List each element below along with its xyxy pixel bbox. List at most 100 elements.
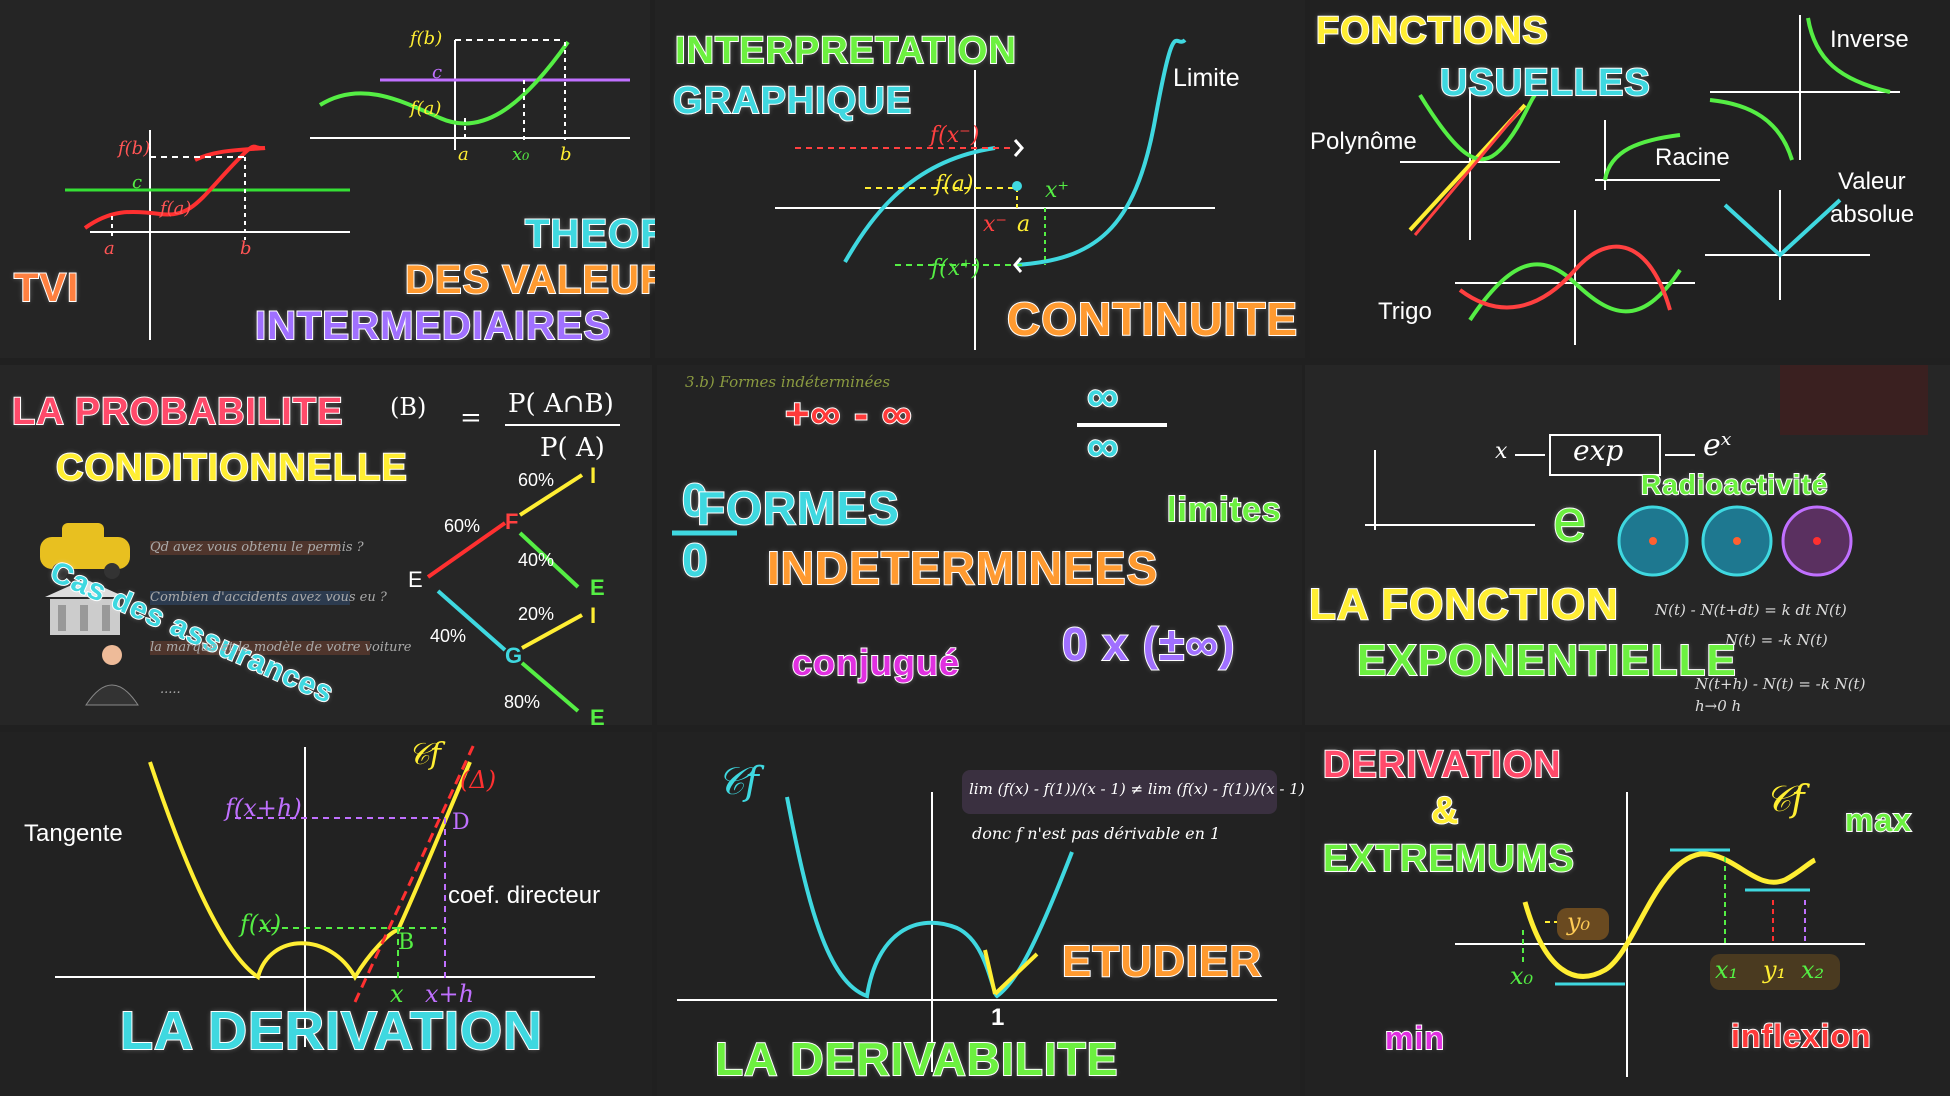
continuite-main-title: CONTINUITE <box>1006 293 1299 345</box>
extremums-x2-label: x₂ <box>1801 956 1825 984</box>
formes-inf-diff: +∞ - ∞ <box>784 390 913 437</box>
extremums-title-line2: & <box>1430 790 1460 832</box>
panel-derivabilite: 𝒞f lim (f(x) - f(1))/(x - 1) ≠ lim (f(x)… <box>657 732 1305 1096</box>
derivation-graph <box>55 741 595 1047</box>
tree-prob-f: 60% <box>444 516 481 536</box>
tvi-title-line3: INTERMEDIAIRES <box>254 304 612 348</box>
tree-prob-ge: 80% <box>504 692 541 712</box>
derivation-xh-label: x+h <box>425 980 475 1008</box>
formes-zero-over-den: 0 <box>681 534 709 586</box>
tree-node-f: F <box>505 509 519 534</box>
extremums-title-line3: EXTREMUMS <box>1322 838 1575 880</box>
tvi-short-title: TVI <box>13 266 80 310</box>
probabilite-formula-eq: = <box>460 403 482 433</box>
probabilite-formula-lhs: (B) <box>390 393 427 421</box>
panel-fonctions: FONCTIONS USUELLES Polynôme Racine Inver… <box>1310 0 1950 358</box>
tvi-graphs <box>65 39 630 340</box>
extremums-max-label: max <box>1844 802 1913 838</box>
tree-prob-gi: 20% <box>518 604 555 624</box>
panel-extremums: DERIVATION & EXTREMUMS 𝒞f max min inflex… <box>1305 732 1950 1096</box>
probabilite-formula-den: P( A) <box>540 433 605 463</box>
formes-zero-over-num: 0 <box>681 474 709 526</box>
fonctions-trigo-label: Trigo <box>1378 298 1432 325</box>
tvi-c-label: c <box>132 172 143 193</box>
tree-node-g: G <box>505 643 523 668</box>
tvi-a2-label: a <box>458 144 469 165</box>
fonctions-inverse-label: Inverse <box>1830 26 1909 53</box>
formes-zero-times: 0 x (±∞) <box>1061 618 1236 670</box>
derivation-d-label: D <box>452 810 470 835</box>
exponentielle-radioactivite-label: Radioactivité <box>1640 469 1829 500</box>
continuite-fa-label: f(a) <box>935 172 974 197</box>
tvi-b2-label: b <box>560 144 572 165</box>
probabilite-note-3: la marque et le modèle de votre voiture <box>150 640 412 655</box>
tree-leaf-3: I <box>590 603 597 628</box>
probability-tree <box>40 424 620 713</box>
extremums-x0-label: x₀ <box>1510 962 1534 990</box>
probabilite-note-1: Qd avez vous obtenu le permis ? <box>150 540 364 555</box>
exponentielle-title-line2: EXPONENTIELLE <box>1356 636 1737 685</box>
derivation-fxh-label: f(x+h) <box>225 794 302 822</box>
formes-inf-over-den: ∞ <box>1086 422 1120 471</box>
tvi-a-label: a <box>104 238 115 259</box>
extremums-inflexion-label: inflexion <box>1730 1018 1872 1054</box>
fonctions-valeur-line2: absolue <box>1830 201 1915 228</box>
tree-leaf-1: I <box>590 463 597 488</box>
exponentielle-ex-label: eˣ <box>1703 428 1732 463</box>
exponentielle-note-1: N(t) - N(t+dt) = k dt N(t) <box>1655 601 1847 619</box>
derivabilite-limit-text: lim (f(x) - f(1))/(x - 1) ≠ lim (f(x) - … <box>969 780 1305 798</box>
tvi-c2-label: c <box>432 62 443 83</box>
continuite-fxm-label: f(x⁻) <box>930 123 980 148</box>
derivation-cf-label: 𝒞f <box>408 737 441 772</box>
extremums-y0-label: y₀ <box>1567 908 1591 936</box>
fonctions-title-line2: USUELLES <box>1439 62 1651 104</box>
tvi-fb2-label: f(b) <box>410 28 443 49</box>
panel-probabilite: LA PROBABILITE CONDITIONNELLE (B) = P( A… <box>0 365 652 729</box>
continuite-limite-label: Limite <box>1173 64 1240 92</box>
extremums-title-line1: DERIVATION <box>1322 744 1562 786</box>
probabilite-note-2: Combien d'accidents avez vous eu ? <box>150 590 387 605</box>
continuite-title-line2: GRAPHIQUE <box>672 80 913 122</box>
exponentielle-note-3: N(t+h) - N(t) = -k N(t) <box>1695 675 1866 693</box>
formes-inf-over-num: ∞ <box>1086 372 1120 421</box>
derivation-fx-label: f(x) <box>240 910 282 938</box>
exponentielle-graphics <box>1365 365 1928 577</box>
tvi-x0-label: x₀ <box>512 144 530 165</box>
continuite-xm-label: x⁻ <box>983 212 1008 237</box>
derivabilite-one-label: 1 <box>991 1004 1005 1031</box>
extremums-min-label: min <box>1384 1020 1445 1056</box>
continuite-a-label: a <box>1017 212 1031 237</box>
derivabilite-title: LA DERIVABILITE <box>714 1033 1119 1085</box>
formes-limites-label: limites <box>1166 491 1282 529</box>
tvi-b-label: b <box>240 238 252 259</box>
tree-root-node: E <box>408 567 423 592</box>
exponentielle-note-2: N(t) = -k N(t) <box>1725 631 1828 649</box>
probabilite-formula-num: P( A∩B) <box>508 389 614 419</box>
derivabilite-etudier-label: ETUDIER <box>1061 937 1263 986</box>
exponentielle-x-label: x <box>1495 439 1508 464</box>
probabilite-title-line2: CONDITIONNELLE <box>55 447 408 489</box>
derivation-title: LA DERIVATION <box>119 1001 543 1061</box>
probabilite-title-line1: LA PROBABILITE <box>11 391 344 433</box>
continuite-fxp-label: f(x⁺) <box>931 256 981 281</box>
exponentielle-exp-label: exp <box>1573 434 1624 467</box>
tvi-title-line2: DES VALEURS <box>404 258 698 302</box>
tree-leaf-2: E <box>590 575 605 600</box>
tree-prob-fi: 60% <box>518 470 555 490</box>
tvi-fa-label: f(a) <box>160 198 192 219</box>
formes-title-line1: FORMES <box>696 482 900 534</box>
panel-formes: 3.b) Formes indéterminées +∞ - ∞ ∞ ∞ 0 0… <box>657 365 1302 725</box>
formes-title-line2: INDETERMINEES <box>766 542 1159 594</box>
fonctions-valeur-line1: Valeur <box>1838 168 1906 195</box>
fonctions-graphs <box>1400 15 1900 345</box>
exponentielle-e-label: e <box>1552 487 1588 554</box>
exponentielle-note-4: h→0 h <box>1695 697 1742 715</box>
derivabilite-note: donc f n'est pas dérivable en 1 <box>972 824 1221 843</box>
fonctions-racine-label: Racine <box>1655 144 1730 171</box>
derivabilite-graph <box>677 770 1277 1072</box>
derivation-coef-label: coef. directeur <box>448 882 601 909</box>
extremums-cf-label: 𝒞f <box>1765 779 1805 820</box>
tree-leaf-4: E <box>590 705 605 730</box>
derivation-delta-label: (Δ) <box>460 766 497 794</box>
